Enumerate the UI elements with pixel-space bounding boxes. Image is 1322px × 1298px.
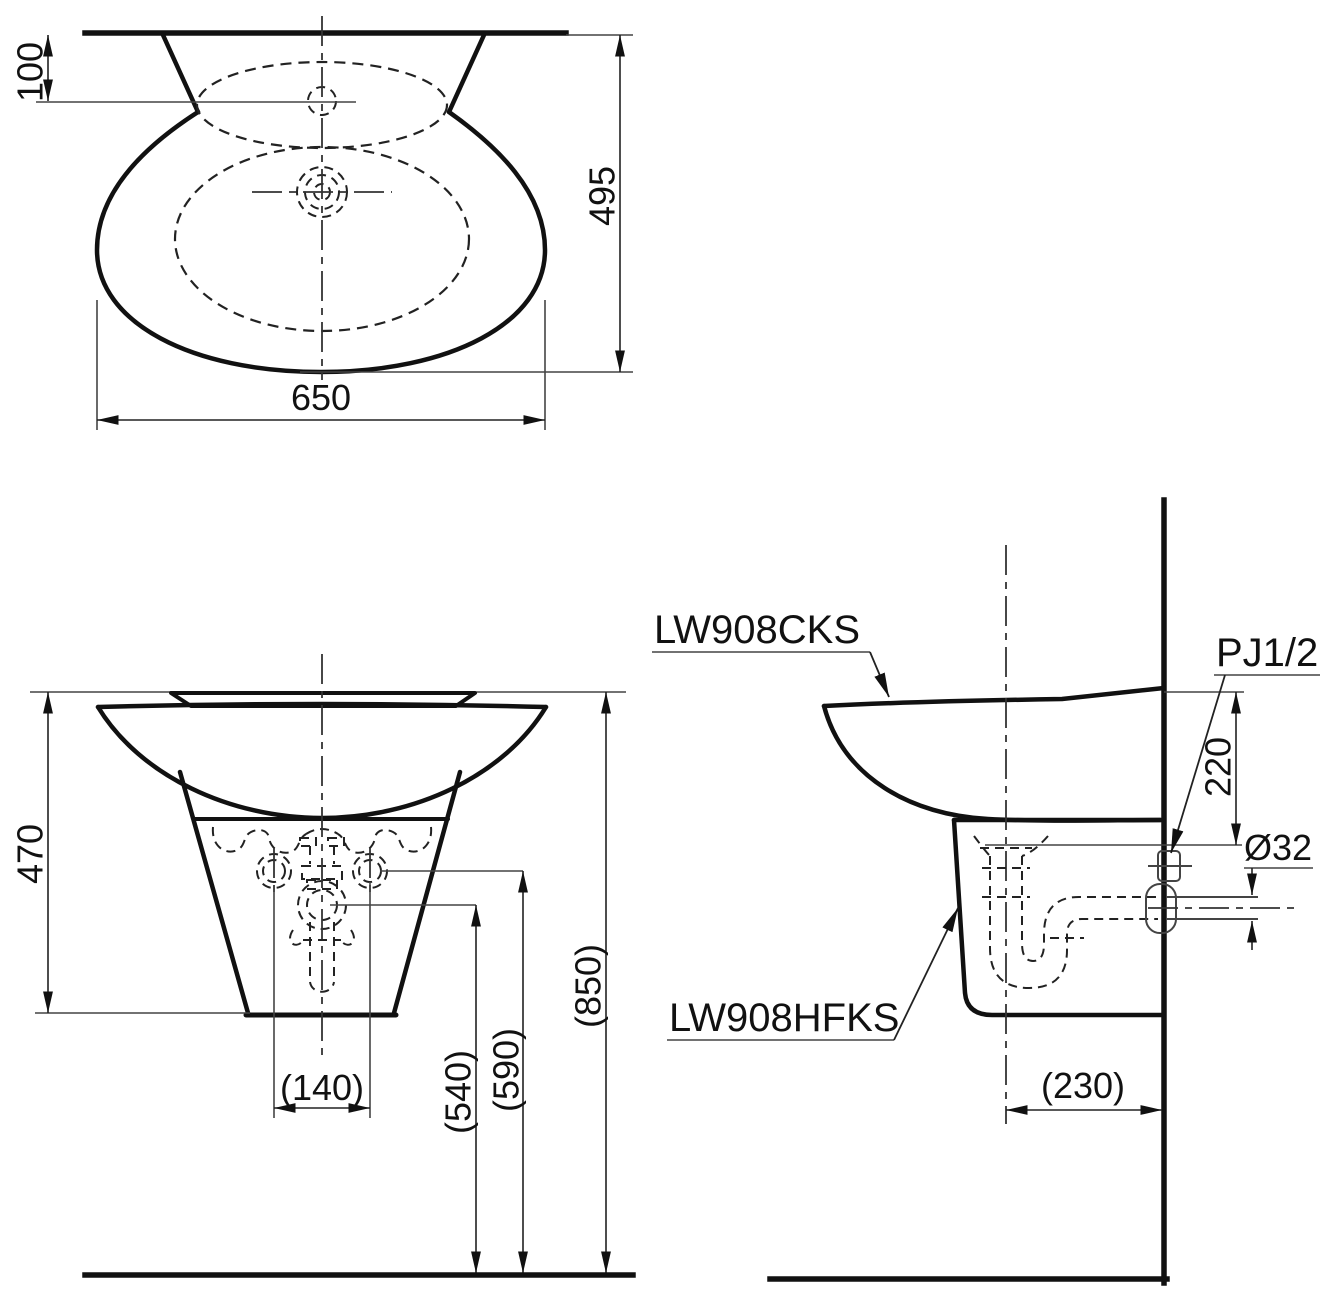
dim-supply-drop-220: 220 bbox=[1198, 692, 1241, 845]
dim-basin-height-470: 470 bbox=[10, 692, 53, 1013]
basin-rim-side bbox=[821, 685, 1167, 709]
dim-label-650: 650 bbox=[291, 377, 351, 418]
basin-back-edge-left bbox=[160, 32, 201, 115]
basin-back-edge-right bbox=[446, 32, 487, 115]
dim-drain-diameter-32: Ø32 bbox=[1244, 827, 1313, 950]
dim-label-140: (140) bbox=[280, 1067, 364, 1108]
pedestal-left-edge-front bbox=[177, 769, 251, 1016]
pedestal-model-text: LW908HFKS bbox=[669, 996, 899, 1040]
supply-fitting bbox=[1148, 850, 1192, 882]
pedestal-outline-side bbox=[951, 817, 1165, 1018]
label-pedestal-model: LW908HFKS bbox=[667, 907, 959, 1041]
basin-bowl-side bbox=[821, 703, 1163, 823]
basin-rim-front bbox=[95, 701, 549, 710]
label-basin-model: LW908CKS bbox=[652, 608, 890, 698]
basin-outline-plan bbox=[94, 109, 548, 375]
side-view: 220 Ø32 (230) LW908CKS PJ1/2 LW908HFKS bbox=[652, 497, 1320, 1286]
dim-label-590: (590) bbox=[486, 1028, 527, 1112]
supply-assembly-dashed bbox=[299, 837, 345, 890]
bolt-hole-left bbox=[256, 848, 292, 894]
dim-depth-495: 495 bbox=[582, 35, 625, 372]
dim-label-850: (850) bbox=[568, 944, 609, 1028]
dim-faucet-offset: 100 bbox=[10, 35, 53, 102]
dim-drain-height-540: (540) bbox=[438, 905, 481, 1273]
basin-model-leader bbox=[869, 651, 890, 698]
dim-label-470: 470 bbox=[10, 824, 51, 884]
dim-hole-height-590: (590) bbox=[486, 871, 528, 1273]
dim-label-100: 100 bbox=[10, 42, 51, 102]
pedestal-model-leader bbox=[893, 907, 959, 1041]
label-supply-connection: PJ1/2 bbox=[1170, 631, 1320, 854]
dim-rim-height-850: (850) bbox=[568, 692, 611, 1273]
dim-hole-spacing-140: (140) bbox=[274, 1067, 370, 1113]
dim-label-230: (230) bbox=[1041, 1065, 1125, 1106]
supply-connection-leader bbox=[1170, 674, 1226, 854]
pedestal-right-edge-front bbox=[391, 769, 463, 1016]
p-trap-dashed bbox=[973, 835, 1158, 990]
dim-label-220: 220 bbox=[1198, 737, 1239, 797]
dim-label-o32: Ø32 bbox=[1244, 827, 1312, 868]
basin-inner-edge-upper-dashed bbox=[195, 60, 449, 150]
dim-width-650: 650 bbox=[97, 377, 545, 425]
front-view: 470 (140) (540) (590) (850) bbox=[10, 654, 636, 1278]
dim-trap-offset-230: (230) bbox=[1005, 1065, 1162, 1115]
supply-connection-text: PJ1/2 bbox=[1216, 631, 1318, 675]
basin-model-text: LW908CKS bbox=[654, 608, 860, 652]
dim-label-540: (540) bbox=[438, 1050, 479, 1134]
drain-pipe bbox=[1145, 883, 1294, 934]
top-view: 100 650 495 bbox=[10, 16, 633, 430]
dim-label-495: 495 bbox=[582, 166, 623, 226]
